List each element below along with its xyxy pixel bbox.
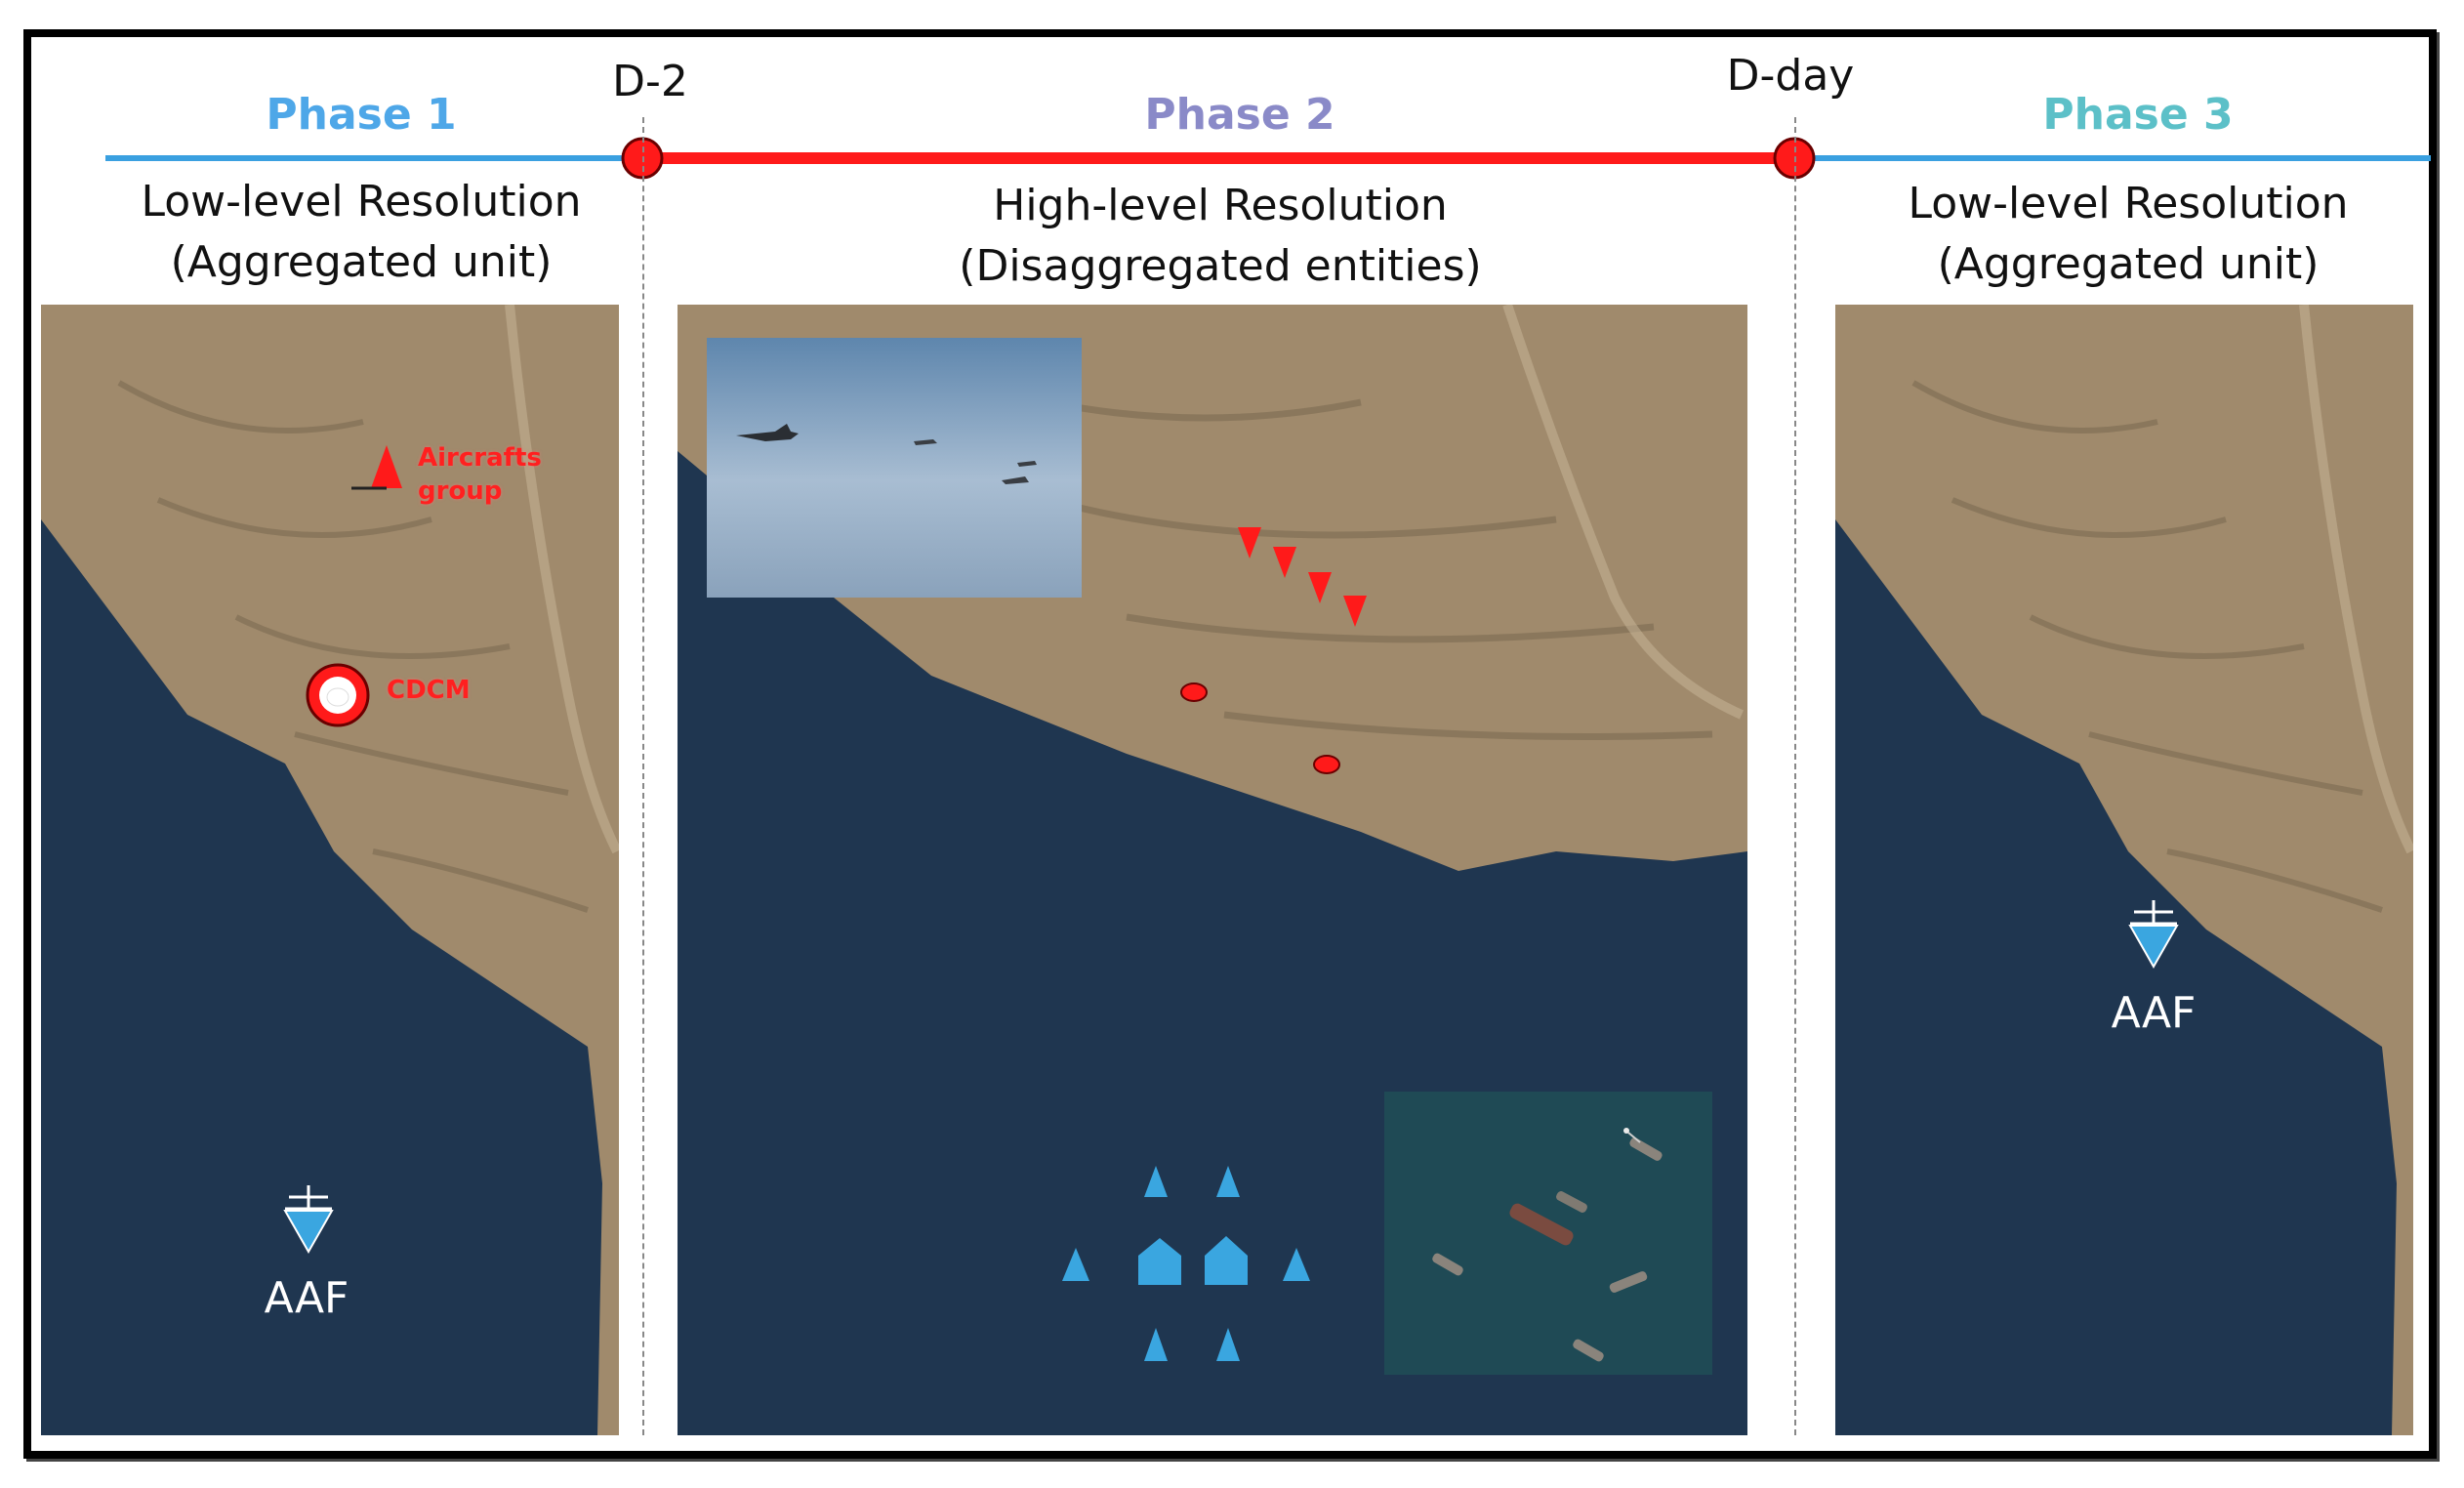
- phase3-title: Phase 3: [2042, 90, 2234, 140]
- friendly-carrier: [1138, 1238, 1181, 1285]
- panel1-title: Low-level Resolution: [141, 177, 582, 227]
- enemy-aircraft: [1308, 572, 1332, 603]
- friendly-ship: [1062, 1248, 1089, 1281]
- enemy-aircraft: [1238, 527, 1261, 558]
- cdcm-label: CDCM: [387, 676, 471, 705]
- aaf-phase3-label: AAF: [2111, 988, 2197, 1038]
- aircraft-group-symbol: [351, 445, 402, 490]
- enemy-aircraft: [1343, 596, 1367, 627]
- panel3-label: Low-level Resolution (Aggregated unit): [1835, 174, 2421, 295]
- phase2-title: Phase 2: [1144, 90, 1335, 140]
- milestone-d2-label: D-2: [612, 57, 688, 106]
- panel3-subtitle: (Aggregated unit): [1937, 239, 2320, 289]
- ships-inset-image: [1432, 1128, 1663, 1362]
- panel2-label: High-level Resolution (Disaggregated ent…: [683, 176, 1757, 297]
- enemy-aircraft-formation: [1238, 527, 1367, 627]
- panel1-subtitle: (Aggregated unit): [170, 237, 553, 287]
- friendly-carrier: [1205, 1236, 1248, 1285]
- friendly-ship: [1216, 1328, 1240, 1361]
- ships-inset: [1384, 1092, 1712, 1375]
- map-phase1-image: [41, 305, 619, 1435]
- cdcm-symbol: [306, 663, 370, 727]
- panel3-title: Low-level Resolution: [1908, 179, 2349, 228]
- aircraft-inset-image: [736, 424, 1037, 484]
- friendly-ship: [1283, 1248, 1310, 1281]
- enemy-ground-unit: [1180, 682, 1208, 702]
- milestone-dday-label: D-day: [1726, 51, 1855, 101]
- map-phase1: [41, 305, 619, 1435]
- separator-dday: [1794, 117, 1796, 1435]
- aaf-phase3-symbol: [2128, 900, 2179, 970]
- map-phase3-image: [1835, 305, 2413, 1435]
- figure-frame: [23, 29, 2437, 1459]
- panel2-subtitle: (Disaggregated entities): [959, 241, 1482, 291]
- map-phase3: [1835, 305, 2413, 1435]
- phase1-title: Phase 1: [266, 90, 457, 140]
- friendly-ship: [1216, 1166, 1240, 1197]
- aircraft-inset: [707, 338, 1082, 598]
- panel2-title: High-level Resolution: [993, 181, 1448, 230]
- friendly-ship: [1144, 1166, 1168, 1197]
- aircraft-group-label: Aircrafts group: [418, 443, 542, 506]
- friendly-fleet-formation: [1062, 1166, 1310, 1361]
- enemy-aircraft: [1273, 547, 1296, 578]
- panel1-label: Low-level Resolution (Aggregated unit): [39, 172, 683, 293]
- separator-d2: [642, 117, 644, 1435]
- aaf-phase1-label: AAF: [264, 1273, 349, 1323]
- friendly-ship: [1144, 1328, 1168, 1361]
- aaf-phase1-symbol: [283, 1185, 334, 1255]
- enemy-ground-unit: [1313, 755, 1340, 774]
